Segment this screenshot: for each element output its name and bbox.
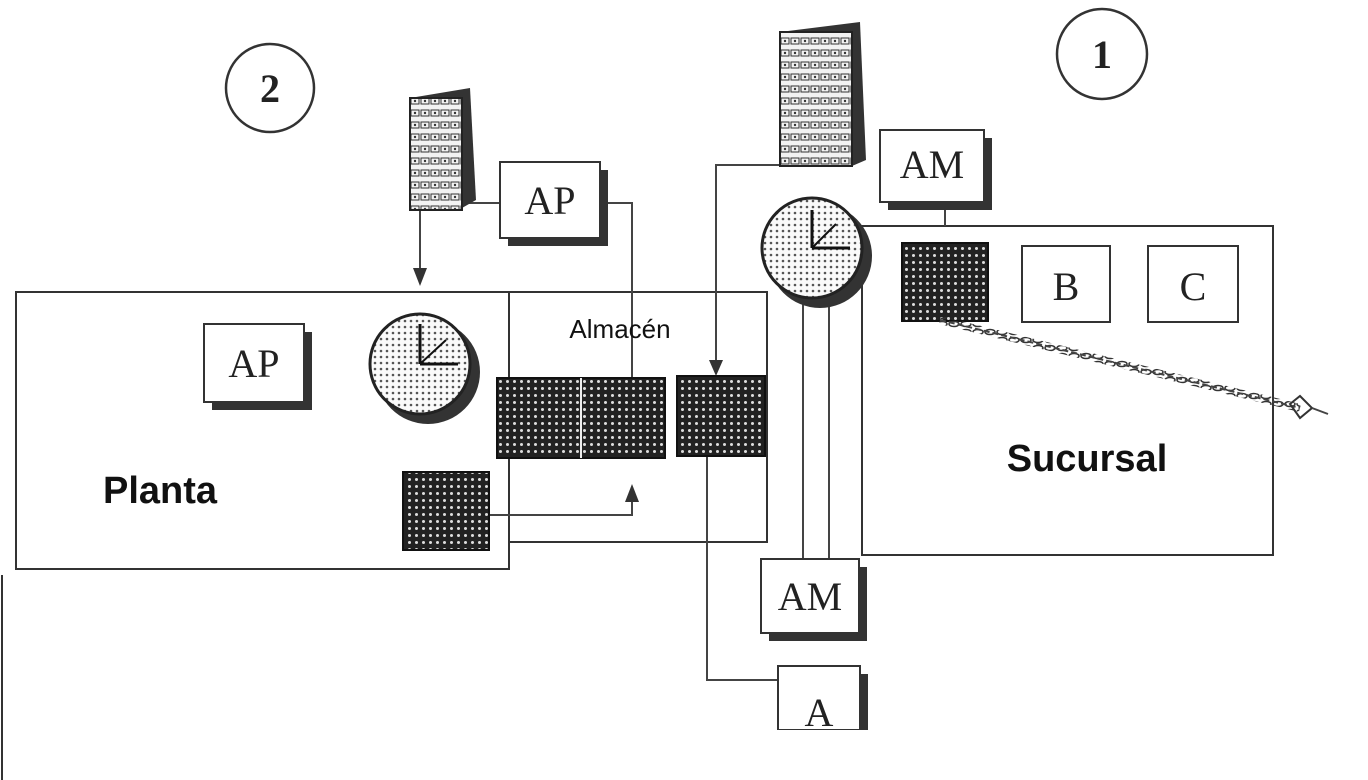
- connector-lines: [413, 164, 946, 681]
- am-bottom-label: AM: [778, 574, 842, 619]
- marker-two-label: 2: [260, 66, 280, 111]
- c-label: C: [1180, 264, 1207, 309]
- ap-planta-label: AP: [228, 341, 279, 386]
- marker-one-label: 1: [1092, 32, 1112, 77]
- sucursal-label: Sucursal: [1007, 438, 1168, 480]
- b-label: B: [1053, 264, 1080, 309]
- am-bottom-box: AM: [760, 558, 867, 641]
- marker-two: 2: [224, 42, 316, 134]
- server-rack-icon: [779, 22, 866, 167]
- ap-top-label: AP: [524, 178, 575, 223]
- crop-mask: [770, 730, 890, 780]
- server-rack-icon: [409, 88, 476, 211]
- c-box: C: [1147, 245, 1239, 323]
- network-chain-line: [939, 316, 1329, 420]
- ap-top-box: AP: [499, 161, 608, 246]
- storage-grid-icon: [676, 375, 766, 457]
- marker-one: 1: [1055, 7, 1149, 101]
- a-box: A: [777, 665, 868, 735]
- b-box: B: [1021, 245, 1111, 323]
- a-label: A: [805, 690, 834, 735]
- am-top-box: AM: [879, 129, 992, 210]
- almacen-label: Almacén: [569, 314, 670, 344]
- clock-icon: [760, 196, 872, 308]
- planta-label: Planta: [103, 470, 218, 512]
- storage-grid-icon: [901, 242, 989, 322]
- am-top-label: AM: [900, 142, 964, 187]
- ap-planta-box: AP: [203, 323, 312, 410]
- storage-grid-icon: [402, 471, 490, 551]
- clock-icon: [368, 312, 480, 424]
